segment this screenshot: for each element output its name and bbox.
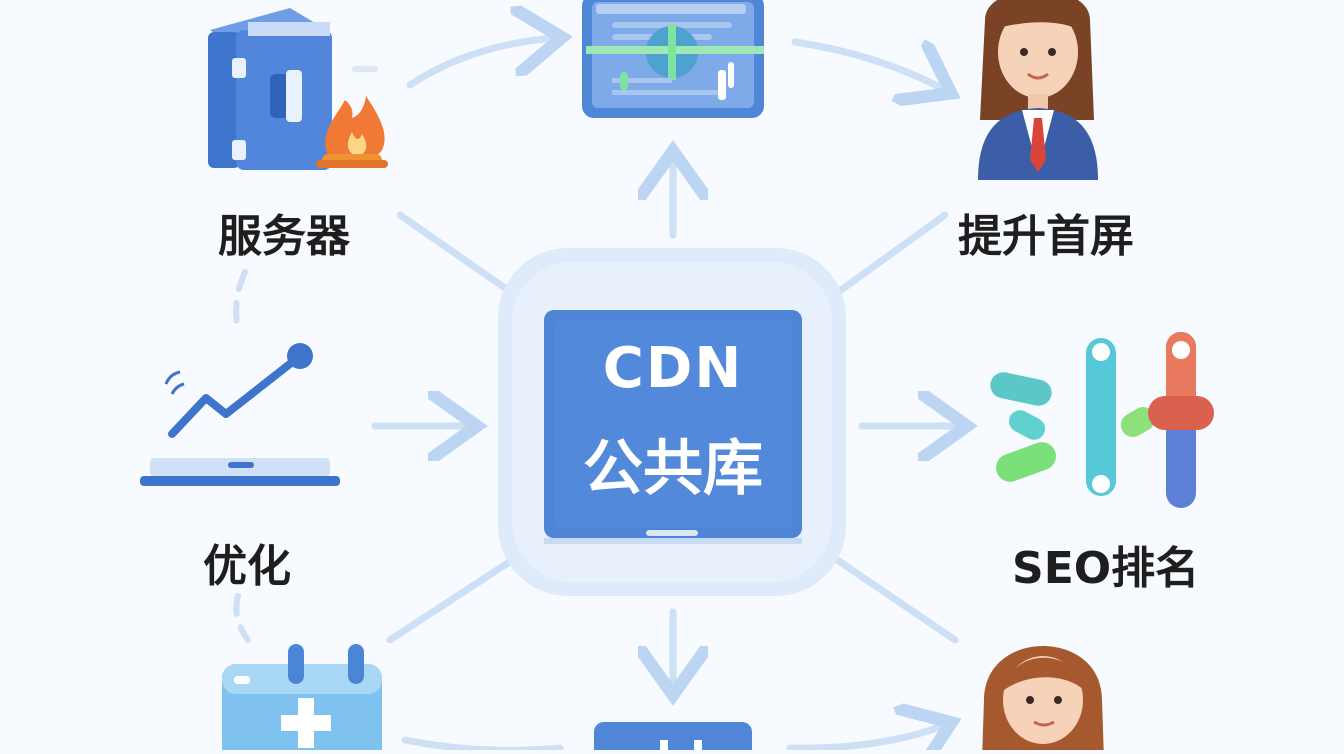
- node-label-seo: SEO排名: [1012, 543, 1200, 594]
- curve-top-to-person: [791, 38, 945, 90]
- curve-bottom-left: [401, 736, 564, 754]
- cdn-title: CDN: [602, 336, 744, 401]
- flame-icon: [316, 66, 388, 168]
- curve-bottom-right: [786, 725, 945, 748]
- optimize-chart-icon: [140, 343, 340, 486]
- line-upper-right: [826, 211, 949, 302]
- curve-server-to-top: [406, 38, 555, 89]
- calendar-medical-icon: [222, 644, 382, 754]
- cdn-subtitle: 公共库: [583, 434, 763, 504]
- businesswoman-avatar: [978, 0, 1098, 180]
- line-upper-left: [396, 211, 519, 299]
- dashed-connectors: [233, 269, 251, 643]
- node-label-server: 服务器: [218, 211, 350, 262]
- server-book-icon: [208, 8, 332, 170]
- dash-optimize-to-calendar: [233, 593, 251, 643]
- cdn-center-node: [498, 248, 846, 596]
- line-lower-right: [826, 551, 959, 644]
- node-label-optimize: 优化: [203, 541, 291, 592]
- dash-server-to-optimize: [233, 269, 248, 333]
- connectors: [371, 38, 960, 754]
- node-label-first-screen: 提升首屏: [958, 211, 1134, 262]
- line-lower-left: [386, 551, 524, 644]
- bottom-device-icon: [594, 722, 752, 754]
- dashboard-icon: [582, 0, 764, 118]
- woman-avatar: [982, 646, 1104, 754]
- seo-ranking-icon: [990, 332, 1214, 508]
